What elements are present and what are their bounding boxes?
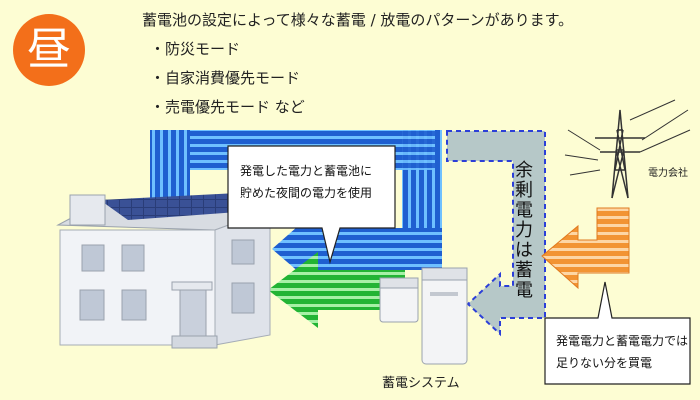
- transmission-tower-icon: [564, 99, 691, 199]
- mode-item-disaster: ・防災モード: [150, 40, 241, 58]
- callout-right-line-2: 足りない分を買電: [556, 356, 653, 370]
- mode-item-sell-priority: ・売電優先モード など: [150, 98, 305, 116]
- surplus-flow-arrow: [446, 130, 546, 337]
- callout-left-line-1: 発電した電力と蓄電池に: [240, 164, 373, 178]
- daytime-badge: 昼: [13, 14, 85, 86]
- callout-right-bubble: [544, 281, 691, 385]
- storage-system-label: 蓄電システム: [382, 376, 460, 391]
- callout-left-line-2: 貯めた夜間の電力を使用: [240, 186, 373, 200]
- callout-right-line-1: 発電電力と蓄電電力では: [556, 334, 689, 348]
- power-company-label: 電力会社: [648, 168, 688, 179]
- headline: 蓄電池の設定によって様々な蓄電 / 放電のパターンがあります。: [142, 11, 574, 29]
- callout-left-text: 発電した電力と蓄電池に 貯めた夜間の電力を使用: [240, 160, 372, 204]
- purchase-flow-arrow: [541, 207, 630, 290]
- house-illustration: [56, 193, 271, 349]
- mode-item-self-consumption: ・自家消費優先モード: [150, 69, 301, 87]
- callout-right-text: 発電電力と蓄電電力では 足りない分を買電: [556, 330, 688, 374]
- storage-system-illustration: [379, 267, 468, 365]
- callout-left-bubble: [227, 145, 396, 265]
- surplus-storage-label: 余剰電力は蓄電: [515, 160, 533, 301]
